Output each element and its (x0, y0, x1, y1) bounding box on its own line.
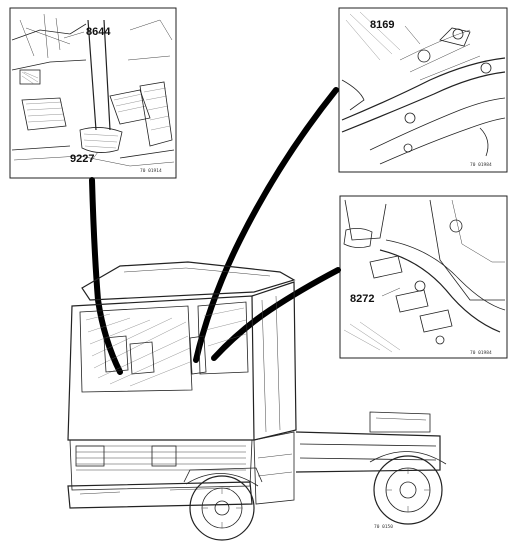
leader-to-harness (193, 87, 339, 363)
figure-ref-1: 70 01914 (140, 168, 162, 174)
truck-illustration: 70 0150 (67, 261, 447, 541)
figure-ref-3: 70 01984 (470, 350, 492, 356)
callout-8272: 8272 (350, 293, 374, 305)
figure-ref-2: 70 01984 (470, 162, 492, 168)
detail-panel-connectors: 8272 70 01984 (339, 195, 508, 359)
leader-to-connectors (211, 267, 341, 361)
callout-8169: 8169 (370, 19, 394, 31)
callout-8644: 8644 (86, 26, 111, 38)
detail-panel-pedals: 8644 9227 70 01914 (9, 7, 177, 179)
figure-ref-truck: 70 0150 (374, 524, 393, 530)
detail-panel-harness: 8169 70 01984 (338, 7, 508, 173)
callout-9227: 9227 (70, 153, 94, 165)
leader-to-pedals (89, 177, 123, 375)
